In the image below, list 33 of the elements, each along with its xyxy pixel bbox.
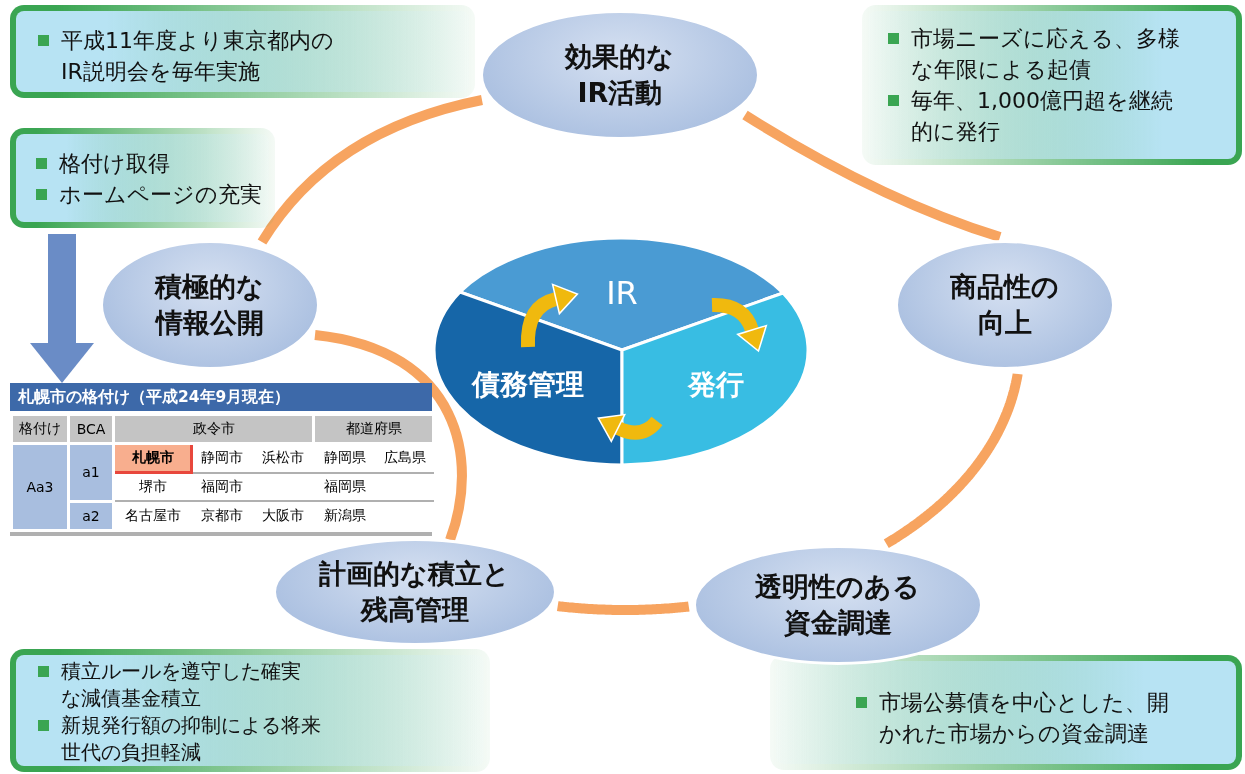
- bullet-text: 平成11年度より東京都内のIR説明会を毎年実施: [61, 27, 335, 86]
- bullet-text: 新規発行額の抑制による将来世代の負担軽減: [61, 712, 322, 766]
- table-header: 政令市: [113, 414, 314, 444]
- curved-arrow: [711, 298, 767, 352]
- table-header: 都道府県: [313, 414, 434, 444]
- table-cell: 札幌市: [113, 443, 192, 473]
- table-cell: 福岡県: [313, 472, 376, 501]
- curved-arrow: [597, 413, 663, 443]
- table-cell: 静岡市: [191, 443, 252, 473]
- table-header: BCA: [68, 414, 114, 444]
- segment-label: IR: [605, 273, 639, 314]
- theme-ellipse: 計画的な積立と残高管理: [273, 538, 557, 646]
- bullet-text: ホームページの充実: [59, 181, 263, 209]
- down-arrow: [30, 234, 94, 383]
- ring-arc: [742, 110, 1002, 242]
- theme-ellipse: 積極的な情報公開: [100, 240, 320, 370]
- bullet-text: 格付け取得: [59, 150, 171, 178]
- table-title: 札幌市の格付け（平成24年9月現在）: [10, 383, 432, 411]
- theme-ellipse: 効果的なIR活動: [480, 10, 760, 140]
- bullet-text: 毎年、1,000億円超を継続的に発行: [911, 87, 1174, 146]
- bullet-text: 市場ニーズに応える、多様な年限による起債: [911, 25, 1181, 84]
- segment-label: 債務管理: [470, 367, 585, 403]
- bullet-text: 積立ルールを遵守した確実な減債基金積立: [61, 658, 302, 712]
- table-cell: Aa3: [11, 443, 69, 530]
- rating-table: [10, 383, 432, 536]
- table-cell: 福岡市: [191, 472, 252, 501]
- theme-ellipse: 商品性の向上: [895, 240, 1115, 370]
- table-cell: 堺市: [113, 472, 192, 501]
- table-header: 格付け: [11, 414, 69, 444]
- segment-label: 発行: [686, 367, 745, 403]
- theme-ellipse: 透明性のある資金調達: [693, 545, 983, 665]
- table-cell: a1: [68, 443, 114, 501]
- bullet-text: 市場公募債を中心とした、開かれた市場からの資金調達: [879, 689, 1170, 748]
